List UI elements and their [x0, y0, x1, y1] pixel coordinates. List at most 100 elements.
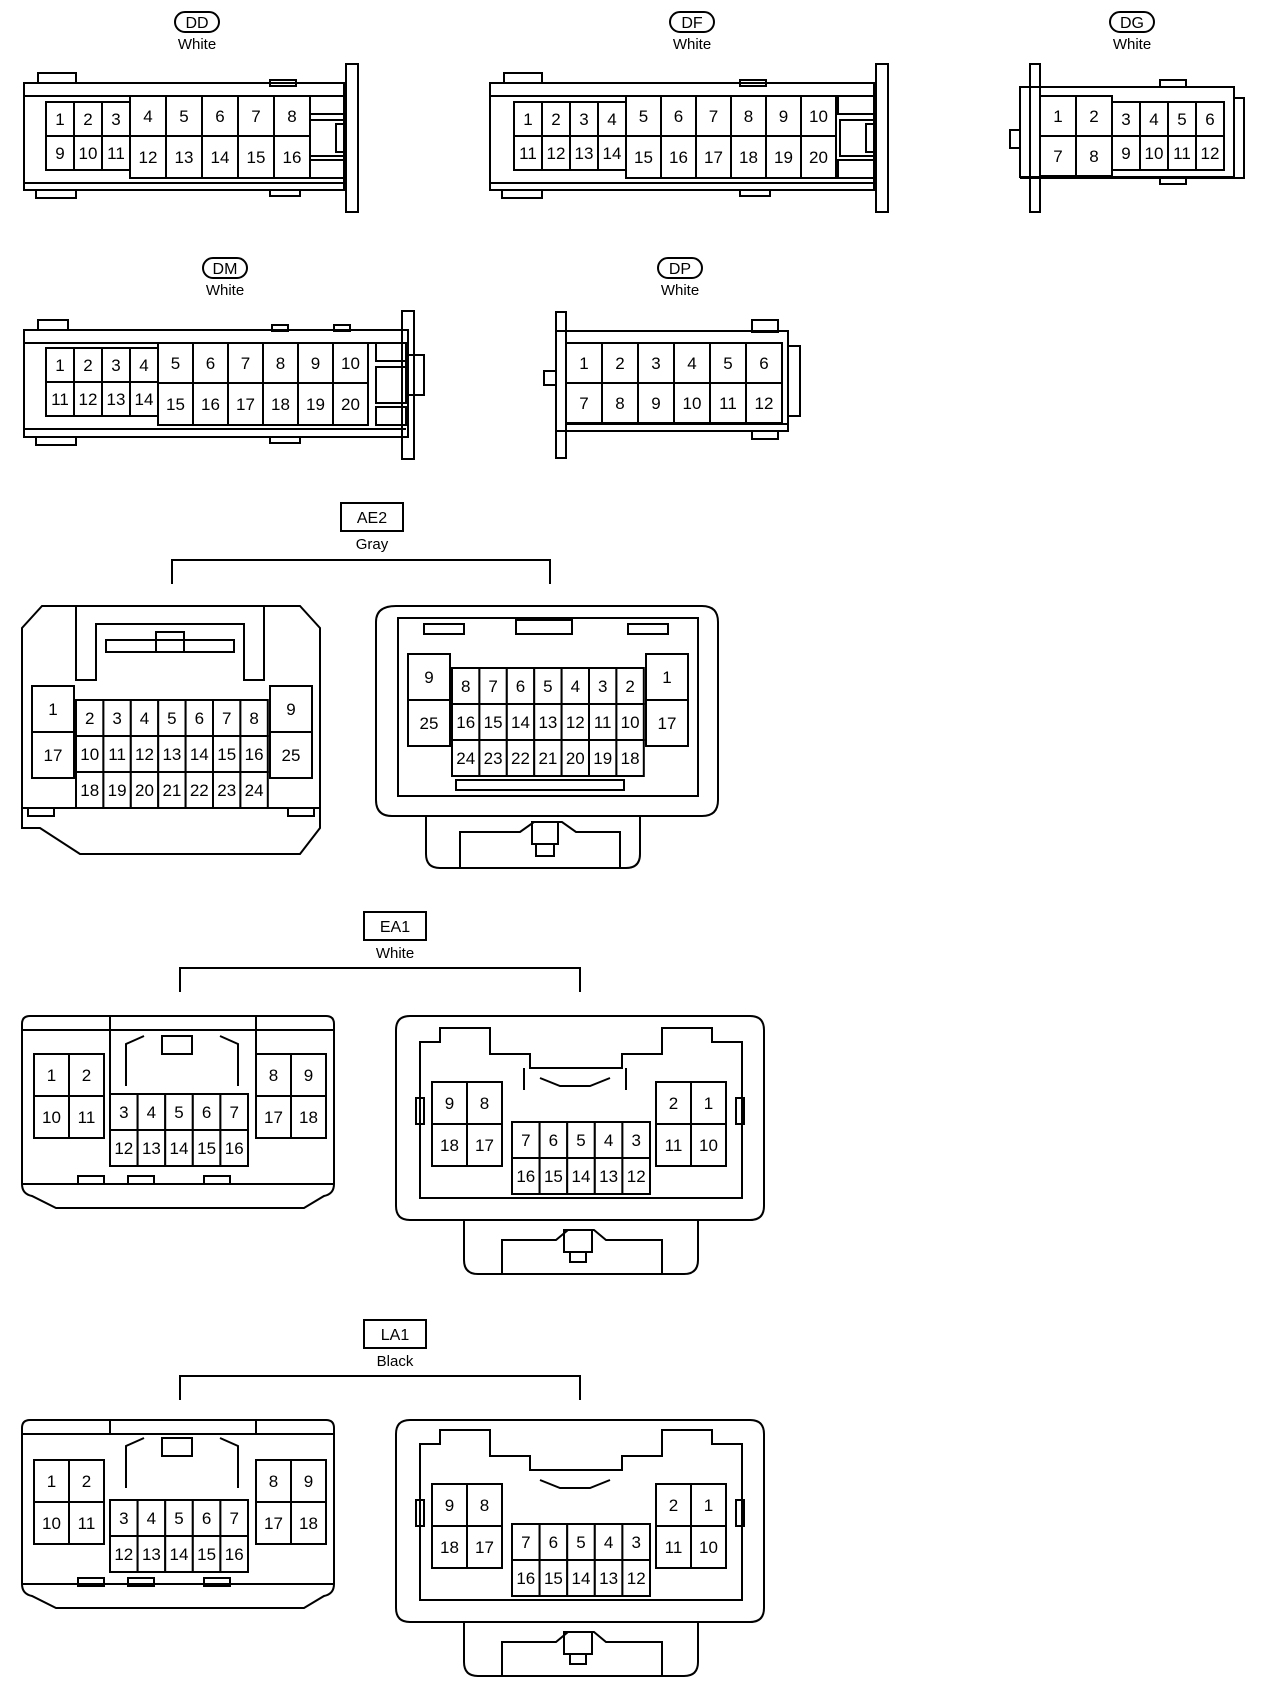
connector-dd-cavity: [273, 95, 311, 137]
connector-la1-left-cavity: [33, 1501, 70, 1545]
connector-dd-number: 7: [251, 107, 260, 126]
connector-dg-number: 10: [1145, 144, 1164, 163]
connector-dm-number: 18: [271, 395, 290, 414]
connector-la1-left-cavity: [255, 1501, 292, 1545]
connector-df-number: 3: [579, 110, 588, 129]
ae2-right-number: 11: [594, 713, 612, 732]
connector-code-badge: [657, 257, 703, 279]
ae2-left-cavity: [31, 685, 75, 733]
connector-color: White: [661, 282, 699, 299]
connector-dd-number: 12: [139, 148, 158, 167]
ae2-left-number: 2: [85, 709, 94, 728]
connector-dm-number: 12: [79, 390, 98, 409]
connector-dg-number: 12: [1201, 144, 1220, 163]
ae2-left-number: 3: [112, 709, 121, 728]
ae2-right-number: 13: [538, 713, 557, 732]
connector-df-number: 11: [519, 144, 537, 163]
connector-ea1-left-cavity: [219, 1129, 249, 1167]
connector-dp-cavity: [745, 382, 783, 424]
connector-dp-cavity: [709, 342, 747, 384]
connector-ea1-right-number: 10: [699, 1136, 718, 1155]
connector-dd-number: 9: [55, 144, 64, 163]
connector-dg-cavity: [1167, 135, 1197, 171]
connector-dm-number: 1: [55, 356, 64, 375]
connector-ea1-right-cavity: [466, 1123, 503, 1167]
connector-dp-number: 10: [683, 394, 702, 413]
connector-la1-right-cavity: [431, 1525, 468, 1569]
ae2-right-number: 3: [598, 677, 607, 696]
connector-df-cavity: [625, 135, 662, 179]
connector-dp-number: 1: [579, 354, 588, 373]
connector-ea1-right-cavity: [655, 1081, 692, 1125]
connector-df-number: 19: [774, 148, 793, 167]
connector-la1-right-number: 6: [549, 1533, 558, 1552]
connector-dm-number: 17: [236, 395, 255, 414]
ae2-left-cavity: [129, 699, 160, 737]
connector-code-badge: [1109, 11, 1155, 33]
connector-ae2-right-housing: [375, 605, 719, 869]
ae2-left-cavity: [269, 731, 313, 779]
connector-dm-number: 15: [166, 395, 185, 414]
ae2-right-cavity: [615, 703, 645, 741]
connector-dp-cavity: [565, 342, 603, 384]
connector-dg-cavity: [1039, 135, 1077, 177]
ae2-left-cavity: [75, 735, 105, 773]
ae2-left-number: 14: [190, 745, 209, 764]
ae2-left-number: 20: [135, 781, 154, 800]
connector-df-number: 9: [779, 107, 788, 126]
connector-df-number: 1: [523, 110, 532, 129]
ae2-left-number: 11: [108, 745, 126, 764]
connector-df-number: 20: [809, 148, 828, 167]
ae2-right-number: 21: [538, 749, 557, 768]
connector-ea1-right-number: 12: [627, 1167, 646, 1186]
connector-la1-left-housing: [21, 1419, 335, 1609]
ae2-left-number: 8: [249, 709, 258, 728]
connector-dd-number: 8: [287, 107, 296, 126]
ae2-left-number: 25: [282, 746, 301, 765]
connector-dd-number: 16: [283, 148, 302, 167]
ae2-left-number: 5: [167, 709, 176, 728]
connector-la1-left-cavity: [191, 1535, 222, 1573]
connector-dg-number: 7: [1053, 147, 1062, 166]
connector-la1-right-number: 2: [669, 1496, 678, 1515]
connector-la1-left-cavity: [136, 1535, 167, 1573]
connector-la1-right-number: 8: [480, 1496, 489, 1515]
connector-dm-number: 10: [341, 354, 360, 373]
connector-ea1-right-cavity: [690, 1123, 727, 1167]
connector-code: DM: [213, 261, 238, 278]
connector-dg-number: 1: [1053, 107, 1062, 126]
connector-dm-number: 20: [341, 395, 360, 414]
connector-la1-right-number: 9: [445, 1496, 454, 1515]
connector-dp-number: 12: [755, 394, 774, 413]
ae2-right-number: 12: [566, 713, 585, 732]
connector-ea1-left-cavity: [191, 1129, 222, 1167]
connector-ea1-right-number: 2: [669, 1094, 678, 1113]
connector-dg-number: 8: [1089, 147, 1098, 166]
ae2-left-number: 4: [140, 709, 149, 728]
connector-ea1-right-cavity: [655, 1123, 692, 1167]
connector-df-number: 2: [551, 110, 560, 129]
ae2-right-number: 23: [484, 749, 503, 768]
connector-ea1-left-cavity: [33, 1095, 70, 1139]
connector-ea1-right-number: 7: [521, 1131, 530, 1150]
connector-ea1-left-number: 7: [229, 1103, 238, 1122]
ae2-right-number: 20: [566, 749, 585, 768]
connector-ea1-right-number: 6: [549, 1131, 558, 1150]
ae2-left-number: 13: [162, 745, 181, 764]
ae2-left-number: 15: [217, 745, 236, 764]
connector-la1-right-number: 15: [544, 1569, 563, 1588]
ae2-right-number: 1: [662, 668, 671, 687]
connector-df-number: 15: [634, 148, 653, 167]
connector-la1-right-cavity: [690, 1525, 727, 1569]
connector-df-cavity: [695, 95, 732, 137]
ae2-left-cavity: [129, 771, 160, 809]
connector-dm-number: 6: [206, 354, 215, 373]
connector-df-number: 12: [547, 144, 566, 163]
connector-dd-number: 15: [247, 148, 266, 167]
connector-code: DP: [669, 261, 691, 278]
